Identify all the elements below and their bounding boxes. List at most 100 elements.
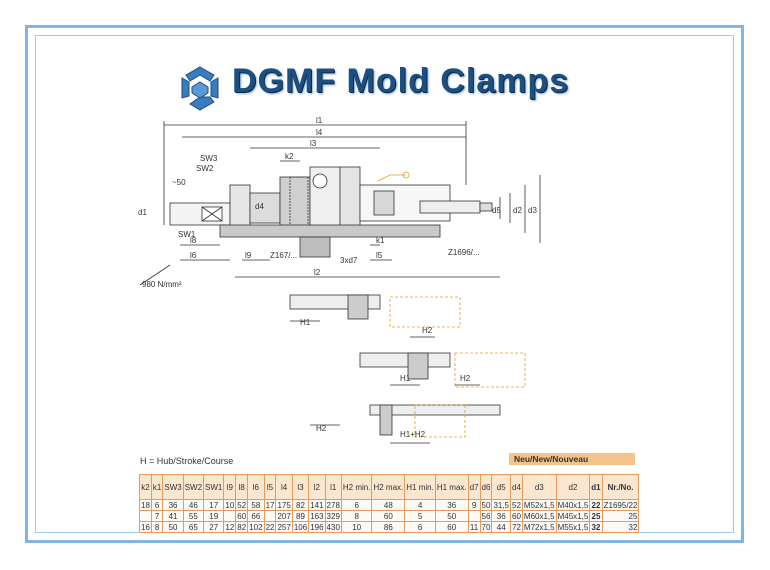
table-cell: 60 — [434, 521, 469, 533]
table-cell: M72x1,5 — [521, 521, 557, 533]
dim-d1: d1 — [138, 208, 147, 217]
table-cell: 10 — [223, 499, 237, 511]
table-header-cell: l2 — [308, 474, 326, 500]
table-cell: 41 — [162, 510, 184, 522]
table-header-cell: d6 — [479, 474, 493, 500]
table-cell: 18 — [139, 499, 152, 511]
table-header-cell: H2 min. — [340, 474, 373, 500]
table-cell: Z1695/22 — [601, 499, 640, 511]
table-cell: 5 — [404, 510, 436, 522]
dim-k1: k1 — [376, 236, 385, 245]
table-cell: 175 — [275, 499, 293, 511]
table-cell: 22 — [589, 499, 603, 511]
table-header-cell: l8 — [235, 474, 249, 500]
table-header-cell: k2 — [139, 474, 152, 500]
table-header-cell: H1 min. — [404, 474, 436, 500]
dim-l3: l3 — [310, 139, 317, 148]
dim-d2: d2 — [513, 206, 522, 215]
stroke-h2-b: H2 — [460, 374, 471, 383]
table-cell: 48 — [371, 499, 406, 511]
table-header-cell: d7 — [467, 474, 481, 500]
outer-frame — [25, 25, 744, 543]
table-cell: 196 — [308, 521, 326, 533]
table-cell: 10 — [340, 521, 373, 533]
table-cell: 72 — [510, 521, 523, 533]
new-badge: Neu/New/Nouveau — [509, 453, 635, 465]
table-cell: M52x1,5 — [521, 499, 557, 511]
table-header-cell: l6 — [247, 474, 265, 500]
table-header-cell: SW3 — [162, 474, 184, 500]
table-cell: 82 — [291, 499, 310, 511]
table-cell: 106 — [291, 521, 310, 533]
table-header-cell: SW1 — [203, 474, 225, 500]
table-header-cell: d1 — [589, 474, 603, 500]
table-cell: 257 — [275, 521, 293, 533]
dim-l9: l9 — [245, 251, 252, 260]
table-cell: 9 — [467, 499, 481, 511]
table-cell — [139, 510, 152, 522]
table-header-cell: d2 — [555, 474, 591, 500]
table-cell: 102 — [247, 521, 265, 533]
table-cell: 56 — [479, 510, 493, 522]
table-cell — [467, 510, 481, 522]
table-cell: 329 — [324, 510, 342, 522]
table-cell: 89 — [291, 510, 310, 522]
table-cell: 4 — [404, 499, 436, 511]
table-header-cell: k1 — [150, 474, 164, 500]
dim-d7: 3xd7 — [340, 256, 358, 265]
table-header-cell: d3 — [521, 474, 557, 500]
table-cell: 60 — [235, 510, 249, 522]
table-cell: 52 — [235, 499, 249, 511]
dim-l5: l5 — [376, 251, 383, 260]
inner-frame — [35, 35, 734, 533]
table-cell: 17 — [203, 499, 225, 511]
dim-l6: l6 — [190, 251, 197, 260]
table-cell: 7 — [150, 510, 164, 522]
dim-l2: l2 — [314, 268, 321, 277]
table-header-cell: l1 — [324, 474, 342, 500]
table-cell: 12 — [223, 521, 237, 533]
table-cell: 36 — [162, 499, 184, 511]
table-cell: 60 — [371, 510, 406, 522]
dim-d4: d4 — [255, 202, 264, 211]
table-cell: 55 — [182, 510, 205, 522]
table-header-cell: H1 max. — [434, 474, 469, 500]
table-cell: 17 — [263, 499, 277, 511]
clamp-technical-drawing: l1 l4 l3 k2 SW3 SW2 ~50 d1 d4 SW1 d5 d2 … — [138, 116, 541, 444]
table-cell: 46 — [182, 499, 205, 511]
stroke-h1-a: H1 — [300, 318, 311, 327]
table-header-cell: l5 — [263, 474, 277, 500]
dim-sw3: SW3 — [200, 154, 218, 163]
table-cell — [223, 510, 237, 522]
table-cell: 25 — [589, 510, 603, 522]
dim-sw1: SW1 — [178, 230, 196, 239]
table-cell: 19 — [203, 510, 225, 522]
table-cell: 66 — [247, 510, 265, 522]
dim-l8: l8 — [190, 236, 197, 245]
table-cell: 22 — [263, 521, 277, 533]
table-header-cell: l4 — [275, 474, 293, 500]
table-cell: 44 — [491, 521, 512, 533]
table-cell: 16 — [139, 521, 152, 533]
table-cell: 8 — [150, 521, 164, 533]
table-cell: 6 — [150, 499, 164, 511]
table-cell: 82 — [235, 521, 249, 533]
table-cell: 50 — [162, 521, 184, 533]
dim-force: 980 N/mm² — [142, 280, 182, 289]
table-cell: 6 — [404, 521, 436, 533]
table-cell: M55x1,5 — [555, 521, 591, 533]
table-cell: 36 — [491, 510, 512, 522]
table-cell: 52 — [510, 499, 523, 511]
stroke-h1-b: H1 — [400, 374, 411, 383]
table-cell: 430 — [324, 521, 342, 533]
table-cell: 58 — [247, 499, 265, 511]
stroke-note: H = Hub/Stroke/Course — [140, 456, 234, 466]
table-cell: 8 — [340, 510, 373, 522]
table-header-cell: l3 — [291, 474, 310, 500]
dim-approx50: ~50 — [172, 178, 186, 187]
table-cell: 32 — [589, 521, 603, 533]
